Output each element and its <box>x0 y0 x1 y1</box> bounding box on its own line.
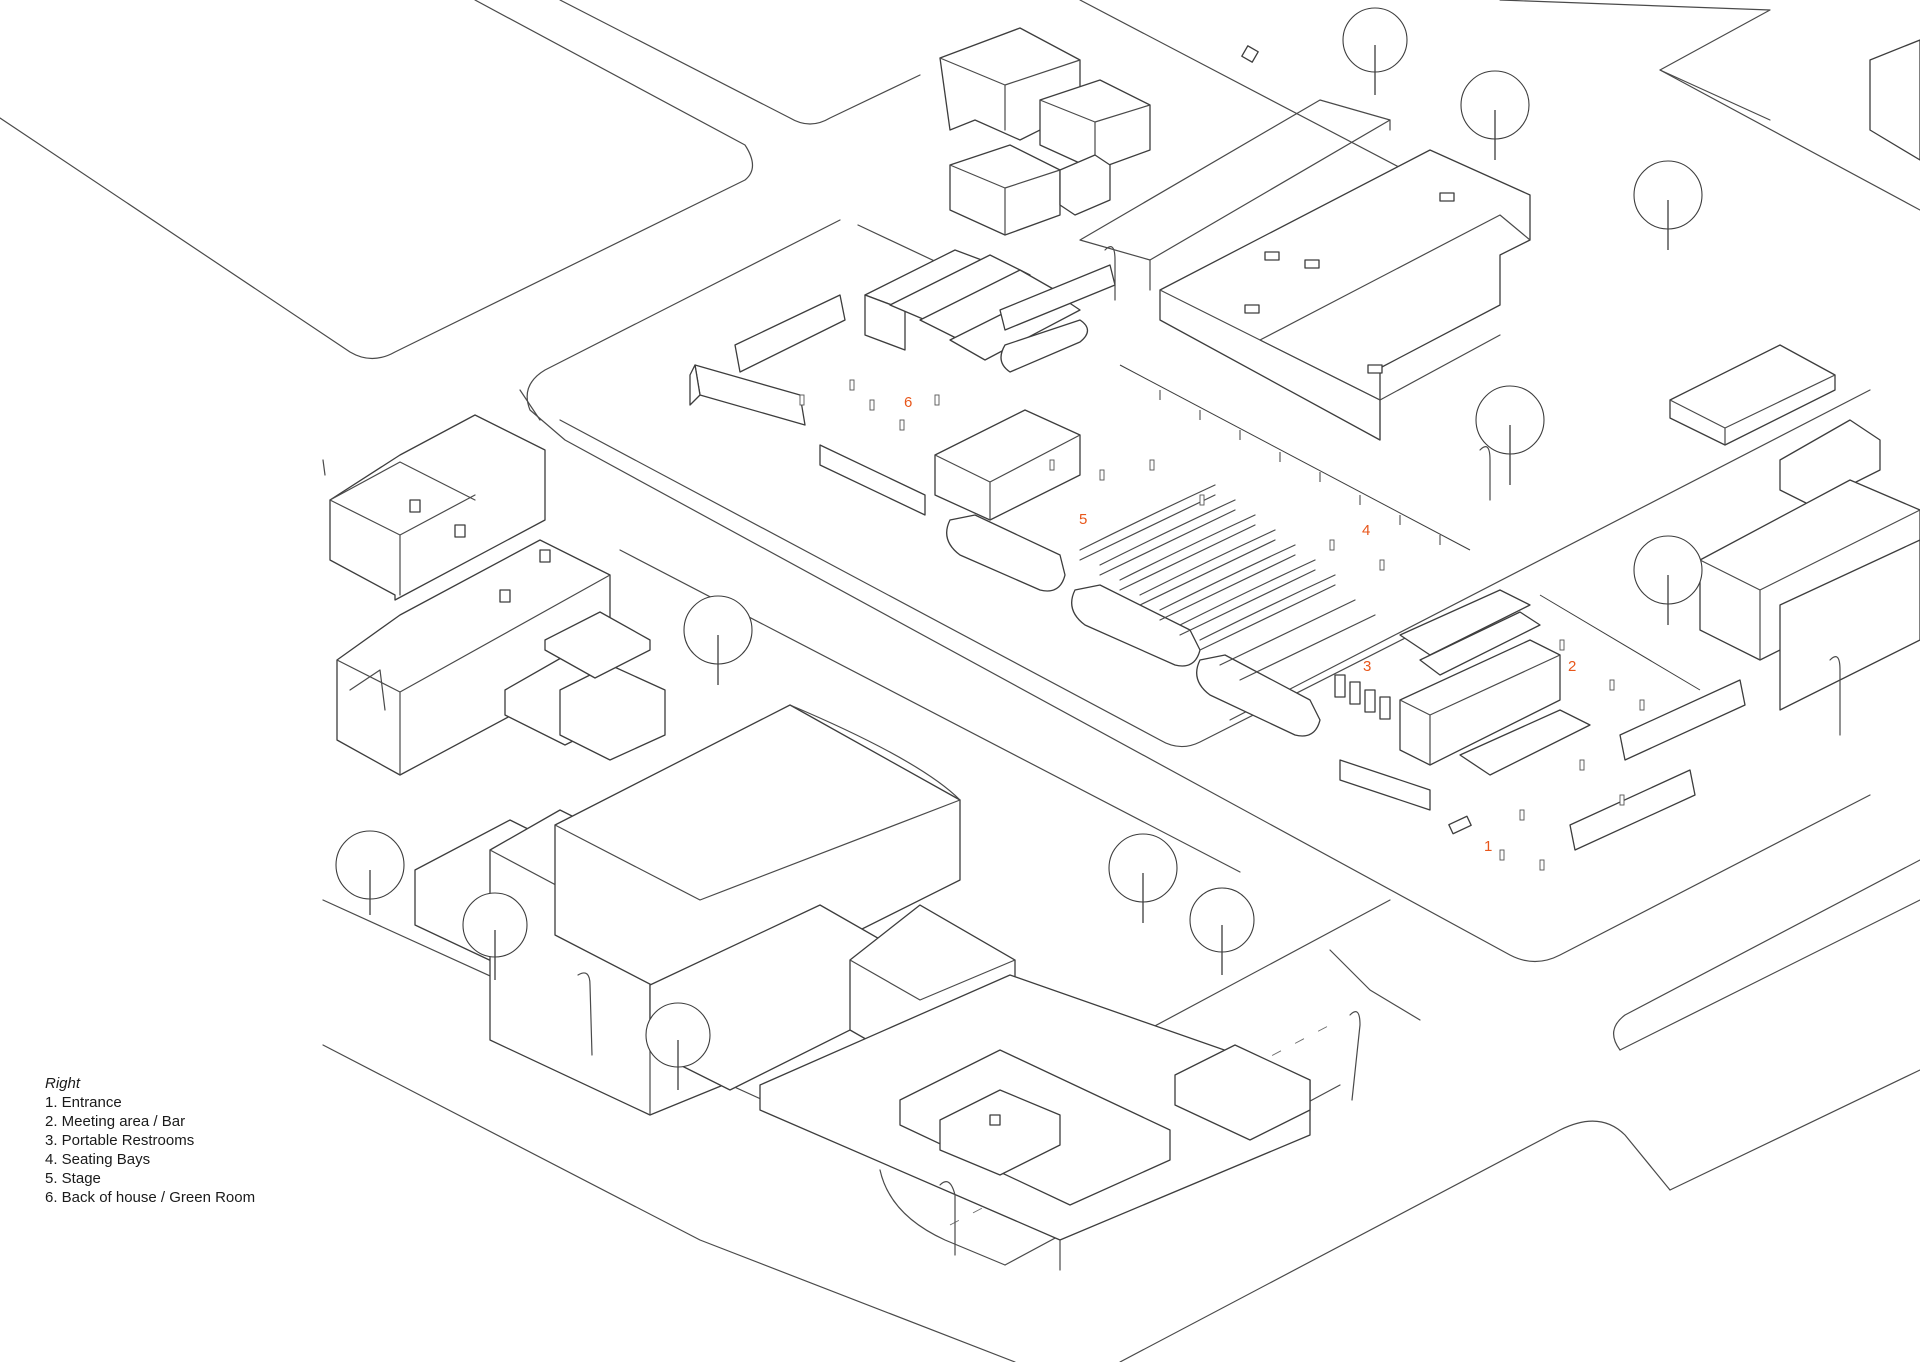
legend-item-back-of-house: 6. Back of house / Green Room <box>45 1189 256 1206</box>
legend: Right 1. Entrance 2. Meeting area / Bar … <box>45 1074 255 1207</box>
venue-site: 1 2 3 4 5 6 <box>689 249 1746 871</box>
people-figures <box>799 379 1645 871</box>
tree <box>1108 833 1178 923</box>
zone-label-2: 2 <box>1568 658 1576 675</box>
zone-label-4: 4 <box>1362 522 1370 539</box>
seating-bays <box>1079 484 1376 681</box>
zone-label-5: 5 <box>1079 511 1087 528</box>
legend-item-stage: 5. Stage <box>45 1170 101 1187</box>
legend-item-portable-restrooms: 3. Portable Restrooms <box>45 1132 195 1149</box>
buildings-west <box>329 414 666 776</box>
street-lamps <box>577 246 1841 1256</box>
tree <box>1342 7 1408 95</box>
legend-item-seating-bays: 4. Seating Bays <box>45 1151 151 1168</box>
trees <box>335 7 1703 1090</box>
tree <box>683 595 753 685</box>
zone-label-6: 6 <box>904 394 912 411</box>
legend-item-meeting-area: 2. Meeting area / Bar <box>45 1113 186 1130</box>
tree <box>1475 385 1545 485</box>
tree <box>645 1002 711 1090</box>
buildings-north <box>939 27 1920 711</box>
buildings-southwest <box>414 704 1311 1271</box>
tree <box>1460 70 1530 160</box>
tree <box>462 892 528 980</box>
legend-item-entrance: 1. Entrance <box>45 1094 122 1111</box>
zone-label-1: 1 <box>1484 838 1492 855</box>
tree <box>335 830 405 915</box>
zone-label-3: 3 <box>1363 658 1371 675</box>
tree <box>1189 887 1255 975</box>
tree <box>1633 535 1703 625</box>
legend-list: 1. Entrance 2. Meeting area / Bar 3. Por… <box>45 1093 255 1207</box>
tree <box>1633 160 1703 250</box>
legend-title: Right <box>45 1075 81 1092</box>
